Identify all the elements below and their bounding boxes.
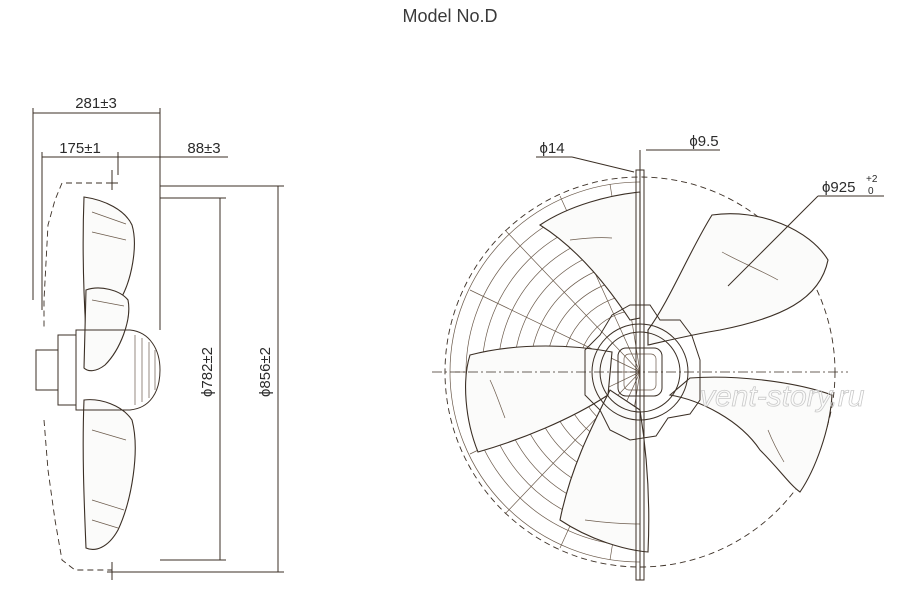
guard-outline-top [43,182,112,330]
dim-front-depth: 175±1 [59,140,101,157]
leader-925 [727,195,819,287]
dim-hole-14: ϕ14 [539,140,564,157]
dim-guard-dia: ϕ925 [822,179,855,196]
side-view: 281±3 175±1 88±3 ϕ782±2 ϕ856±2 [32,95,284,580]
dim-total-depth: 281±3 [75,95,117,112]
motor-fins [134,335,156,405]
terminal-box [57,334,77,406]
motor-body [75,329,161,411]
guard-clip-top [107,170,118,190]
guard-mount-bar [635,169,645,581]
dim-hole-9-5: ϕ9.5 [689,133,718,150]
blade-front-slots [489,237,785,525]
dim-outer-dia: ϕ856±2 [257,347,274,397]
dim-inner-dia: ϕ782±2 [199,347,216,397]
guard-outline-bottom [43,419,112,571]
blade-front-3 [559,389,650,553]
dim-guard-tol-lower: 0 [868,186,874,197]
blade-side-mid [83,287,130,372]
cable-gland [35,349,59,391]
blade-side-bottom [82,399,136,550]
dim-rear-depth: 88±3 [187,140,220,157]
blade-front-5 [538,191,641,321]
blade-front-1 [647,213,829,346]
dim-guard-tol-upper: +2 [866,174,878,185]
watermark: vent-story.ru [700,380,865,413]
blade-slots [91,211,127,529]
leader-14 [571,156,635,173]
page-title: Model No.D [402,6,498,26]
guard-clip-bottom [107,562,118,580]
blade-front-4 [465,345,613,453]
blade-front-2 [668,376,833,493]
hub-flange [584,304,701,441]
front-view: ϕ14 ϕ9.5 ϕ925 +2 0 vent-story.ru [432,133,884,581]
